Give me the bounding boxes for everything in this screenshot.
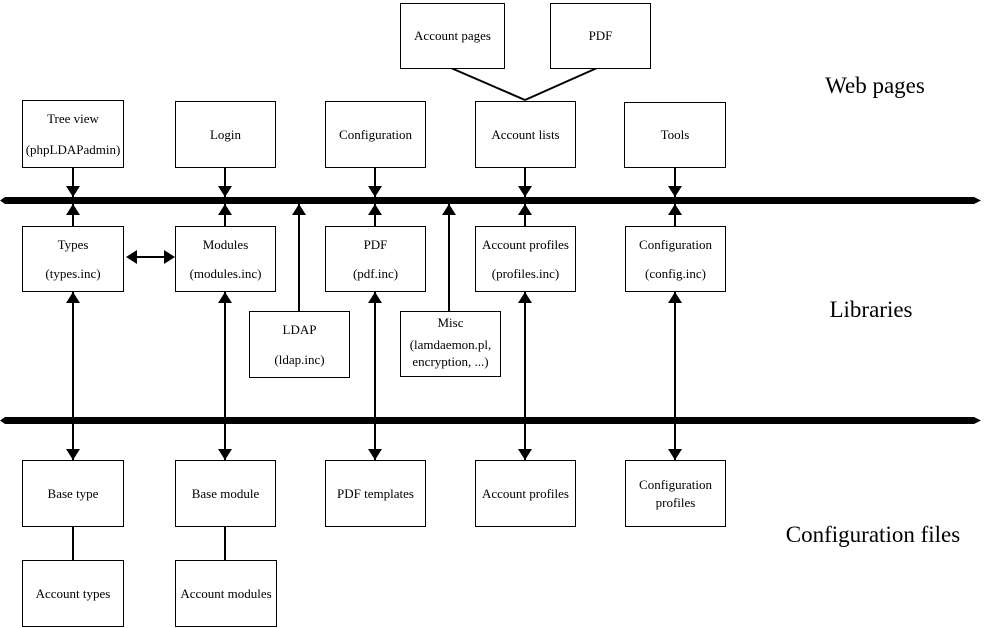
- node-label: Tools: [660, 127, 690, 143]
- node-base-type: Base type: [22, 460, 124, 527]
- node-pdf-lib: PDF (pdf.inc): [325, 226, 426, 292]
- connector-line: [674, 424, 676, 460]
- arrowhead-down-icon: [518, 186, 532, 197]
- node-modules-lib: Modules (modules.inc): [175, 226, 276, 292]
- node-sublabel: (pdf.inc): [352, 266, 399, 282]
- node-label: Account pages: [414, 28, 491, 44]
- node-ldap-lib: LDAP (ldap.inc): [249, 311, 350, 378]
- node-label: Types: [57, 237, 89, 252]
- connector-line: [674, 168, 676, 197]
- node-sublabel: (phpLDAPadmin): [25, 142, 121, 158]
- node-sublabel-group: (lamdaemon.pl, encryption, ...): [410, 336, 492, 371]
- node-types-lib: Types (types.inc): [22, 226, 124, 292]
- connector-line: [374, 424, 376, 460]
- node-label: profiles: [655, 494, 696, 510]
- layer-label-libraries: Libraries: [829, 297, 913, 322]
- node-tools: Tools: [624, 102, 726, 168]
- arrowhead-down-icon: [66, 449, 80, 460]
- node-pdf-templates: PDF templates: [325, 460, 426, 527]
- arrowhead-down-icon: [668, 186, 682, 197]
- node-label: Configuration: [639, 237, 712, 252]
- connector-line: [224, 424, 226, 460]
- web-to-libraries-bus-line: [0, 197, 981, 204]
- node-label-group: Configuration profiles: [639, 476, 712, 511]
- connector-line: [674, 204, 676, 226]
- node-label: Account types: [35, 585, 111, 601]
- connector-line: [224, 527, 226, 560]
- node-configuration-profiles: Configuration profiles: [625, 460, 726, 527]
- connector-line: [674, 292, 676, 417]
- node-account-modules: Account modules: [175, 560, 277, 627]
- connector-line: [374, 168, 376, 197]
- node-label: PDF templates: [337, 485, 414, 501]
- node-sublabel: (ldap.inc): [274, 352, 325, 368]
- node-account-types: Account types: [22, 560, 124, 627]
- connector-line: [224, 292, 226, 417]
- node-label: Tree view: [47, 111, 99, 126]
- connector-line: [524, 168, 526, 197]
- node-label: Account profiles: [481, 485, 569, 501]
- node-sublabel: (types.inc): [45, 266, 101, 282]
- connector-line: [524, 292, 526, 417]
- libraries-to-config-bus-line: [0, 417, 981, 424]
- node-configuration-page: Configuration: [325, 101, 426, 168]
- node-pdf-page: PDF: [550, 3, 651, 69]
- node-tree-view: Tree view (phpLDAPadmin): [22, 100, 124, 168]
- arrowhead-down-icon: [368, 186, 382, 197]
- node-label: Base type: [47, 485, 99, 501]
- connector-line: [298, 204, 300, 312]
- arrowhead-down-icon: [518, 449, 532, 460]
- node-label: Account modules: [180, 585, 272, 601]
- layer-label-configuration-files: Configuration files: [785, 522, 961, 547]
- connector-line: [72, 204, 74, 226]
- node-label: PDF: [588, 28, 613, 44]
- arrowhead-left-icon: [126, 250, 137, 264]
- node-label: Login: [209, 126, 242, 142]
- arrowhead-down-icon: [368, 449, 382, 460]
- node-label: Configuration: [339, 126, 412, 142]
- connector-line: [224, 204, 226, 226]
- connector-line: [524, 204, 526, 226]
- connector-line: [72, 292, 74, 417]
- layer-label-web-pages: Web pages: [825, 73, 925, 98]
- node-label: LDAP: [282, 322, 317, 337]
- node-configuration-lib: Configuration (config.inc): [625, 226, 726, 292]
- connector-line: [448, 204, 450, 312]
- arrowhead-right-icon: [164, 250, 175, 264]
- connector-line: [135, 256, 165, 258]
- node-sublabel: (config.inc): [644, 266, 706, 282]
- connector-line: [72, 168, 74, 197]
- node-account-profiles-lib: Account profiles (profiles.inc): [475, 226, 576, 292]
- connector-line: [524, 424, 526, 460]
- connector-line: [72, 424, 74, 460]
- connector-line: [72, 527, 74, 560]
- arrowhead-down-icon: [668, 449, 682, 460]
- arrowhead-down-icon: [218, 186, 232, 197]
- node-label: Account profiles: [481, 237, 569, 252]
- node-account-profiles-file: Account profiles: [475, 460, 576, 527]
- node-label: Account lists: [491, 126, 560, 142]
- node-label: Misc: [437, 315, 464, 330]
- connector-line: [374, 204, 376, 226]
- node-label: Modules: [202, 237, 249, 252]
- node-base-module: Base module: [175, 460, 276, 527]
- node-sublabel: encryption, ...): [412, 354, 489, 370]
- arrowhead-down-icon: [218, 449, 232, 460]
- node-sublabel: (lamdaemon.pl,: [409, 336, 492, 352]
- node-label: PDF: [363, 237, 388, 252]
- node-label: Configuration: [639, 476, 712, 492]
- node-sublabel: (modules.inc): [189, 266, 262, 282]
- arrowhead-down-icon: [66, 186, 80, 197]
- node-label: Base module: [191, 485, 260, 501]
- connector-line: [374, 292, 376, 417]
- connector-line: [224, 168, 226, 197]
- node-misc-lib: Misc (lamdaemon.pl, encryption, ...): [400, 311, 501, 377]
- node-account-lists: Account lists: [475, 101, 576, 168]
- node-login: Login: [175, 101, 276, 168]
- node-account-pages: Account pages: [400, 3, 505, 69]
- node-sublabel: (profiles.inc): [491, 266, 560, 282]
